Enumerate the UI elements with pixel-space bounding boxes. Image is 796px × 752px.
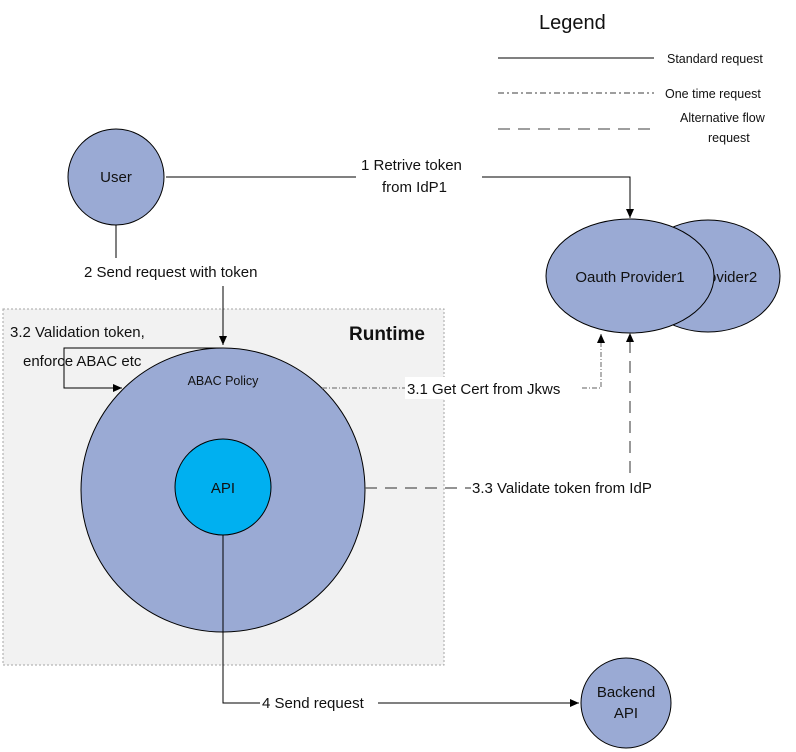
edge-1-label-2: from IdP1	[382, 179, 447, 196]
legend-label-alternative-2: request	[708, 131, 750, 145]
edge-4-label: 4 Send request	[262, 695, 365, 712]
edge-3-2-loop	[63, 347, 223, 392]
edge-3-2-label-2: enforce ABAC etc	[23, 353, 142, 370]
edge-3-3-label: 3.3 Validate token from IdP	[472, 480, 652, 497]
api-label: API	[211, 480, 235, 497]
edge-2-label: 2 Send request with token	[84, 264, 257, 281]
user-node[interactable]	[67, 128, 165, 226]
edge-3-1-label: 3.1 Get Cert from Jkws	[407, 381, 560, 398]
edge-4-line	[222, 535, 579, 707]
oauth-provider1-label: Oauth Provider1	[575, 269, 684, 286]
legend-label-standard: Standard request	[667, 52, 763, 66]
edge-1-line	[166, 176, 634, 218]
backend-api-label-2: API	[614, 705, 638, 722]
user-label: User	[100, 169, 132, 186]
runtime-label: Runtime	[349, 324, 425, 345]
legend-title: Legend	[539, 12, 606, 34]
oauth-provider2-label: ovider2	[708, 269, 757, 286]
legend-label-alternative-1: Alternative flow	[680, 111, 766, 125]
backend-api-label-1: Backend	[597, 684, 655, 701]
edge-3-2-label-1: 3.2 Validation token,	[10, 324, 145, 341]
legend-label-one-time: One time request	[665, 87, 761, 101]
backend-api-node[interactable]	[580, 657, 672, 749]
abac-policy-label: ABAC Policy	[188, 374, 260, 388]
edge-1-label-1: 1 Retrive token	[361, 157, 462, 174]
